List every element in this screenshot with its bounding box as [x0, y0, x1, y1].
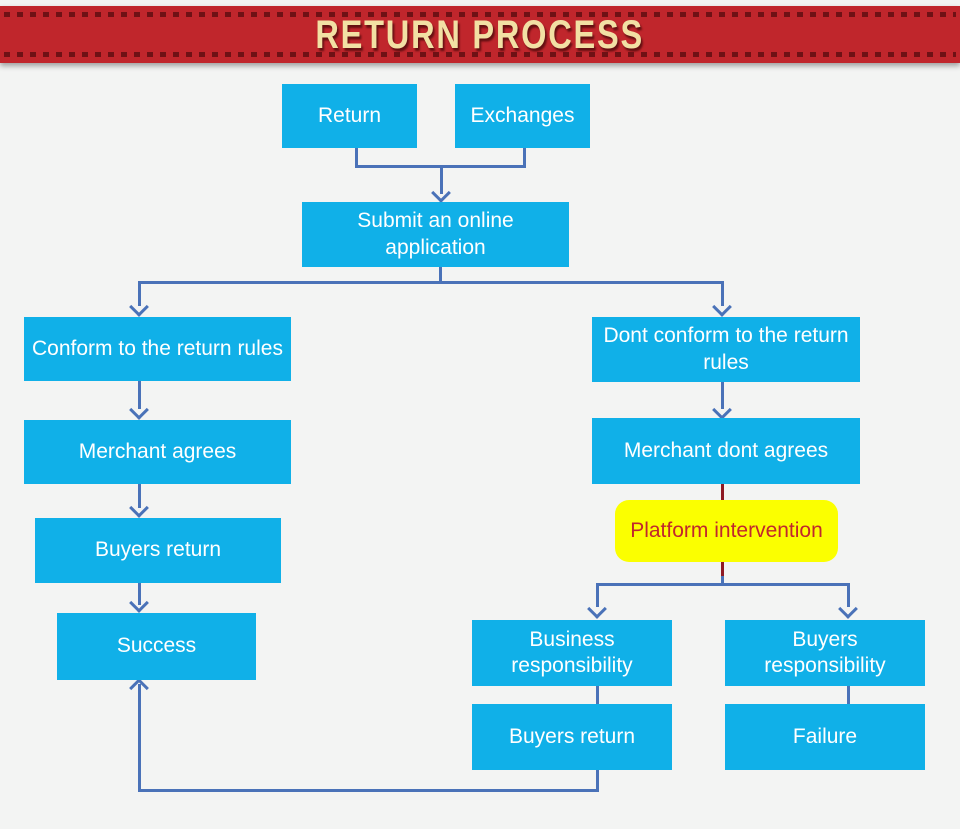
arrowhead-into-conform: [129, 297, 149, 317]
edge-buyers-return-bottom-down: [596, 770, 599, 792]
node-buyers-return-bottom: Buyers return: [472, 704, 672, 770]
edge-split-left-down: [596, 583, 599, 607]
arrowhead-into-buyers-return: [129, 498, 149, 518]
edge-branch-left-down: [138, 281, 141, 306]
banner-dashed-line-bottom: [4, 52, 956, 57]
node-return: Return: [282, 84, 417, 148]
arrowhead-into-buyers-resp: [838, 599, 858, 619]
edge-merge-to-submit: [440, 165, 443, 194]
edge-buyers-resp-down: [847, 686, 850, 704]
arrowhead-up-into-success: [129, 678, 149, 698]
arrowhead-into-submit: [431, 183, 451, 203]
node-exchanges: Exchanges: [455, 84, 590, 148]
edge-conform-down: [138, 381, 141, 409]
edge-return-down: [355, 148, 358, 168]
node-conform-rules: Conform to the return rules: [24, 317, 291, 381]
edge-merchant-agrees-down: [138, 484, 141, 508]
edge-submit-down: [439, 267, 442, 283]
node-buyers-responsibility: Buyers responsibility: [725, 620, 925, 686]
arrowhead-into-merchant-agrees: [129, 400, 149, 420]
arrowhead-into-success: [129, 593, 149, 613]
node-dont-conform-rules: Dont conform to the return rules: [592, 317, 860, 382]
edge-platform-down: [721, 576, 724, 586]
edge-dont-conform-down: [721, 381, 724, 409]
page-title: RETURN PROCESS: [315, 11, 645, 57]
arrowhead-into-dont-conform: [712, 297, 732, 317]
node-platform-intervention: Platform intervention: [615, 500, 838, 562]
banner-dashed-line-top: [4, 12, 956, 17]
edge-platform-split-horizontal: [596, 583, 850, 586]
node-success: Success: [57, 613, 256, 680]
node-failure: Failure: [725, 704, 925, 770]
edge-feedback-horizontal: [138, 789, 599, 792]
arrowhead-into-merchant-dont-agrees: [712, 400, 732, 420]
edge-feedback-up: [138, 684, 141, 792]
node-buyers-return-left: Buyers return: [35, 518, 281, 583]
edge-buyers-return-down: [138, 583, 141, 605]
arrowhead-into-business-resp: [587, 599, 607, 619]
edge-business-resp-down: [596, 686, 599, 704]
node-merchant-agrees: Merchant agrees: [24, 420, 291, 484]
edge-exchanges-down: [523, 148, 526, 168]
edge-split-right-down: [847, 583, 850, 607]
edge-branch-right-down: [721, 281, 724, 306]
edge-branch-horizontal: [138, 281, 724, 284]
node-submit-application: Submit an online application: [302, 202, 569, 267]
node-merchant-dont-agrees: Merchant dont agrees: [592, 418, 860, 484]
node-business-responsibility: Business responsibility: [472, 620, 672, 686]
header-banner: RETURN PROCESS: [0, 6, 960, 63]
